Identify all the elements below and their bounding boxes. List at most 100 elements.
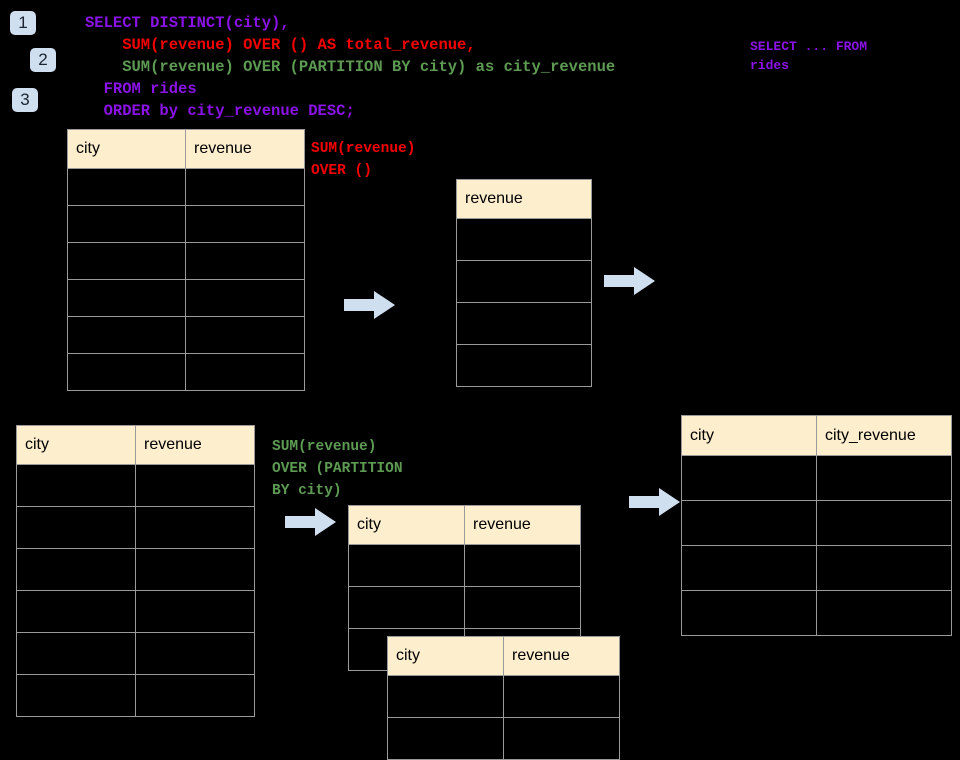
table-row <box>16 590 255 633</box>
column-header-revenue: revenue <box>503 636 620 676</box>
table-row <box>387 675 620 718</box>
table-row <box>456 344 592 387</box>
column-header-city: city <box>16 425 136 465</box>
table-cell <box>16 464 136 507</box>
annotation-total-revenue-line1: SUM(revenue) <box>311 141 416 157</box>
arrow-source-to-total <box>344 291 395 319</box>
table-row <box>67 316 305 354</box>
table-header-row: revenue <box>456 179 592 219</box>
table-cell <box>135 506 255 549</box>
table-cell <box>185 316 305 354</box>
table-row <box>681 500 952 546</box>
table-cell <box>135 548 255 591</box>
table-cell <box>16 506 136 549</box>
diagram-canvas: 1 2 3 SELECT DISTINCT(city), SUM(revenue… <box>10 11 952 760</box>
sql-line-city-revenue: SUM(revenue) OVER (PARTITION BY city) as… <box>85 58 616 76</box>
column-header-city: city <box>348 505 465 545</box>
column-header-revenue: revenue <box>456 179 592 219</box>
column-header-revenue: revenue <box>185 129 305 169</box>
column-header-city: city <box>67 129 186 169</box>
rides-source-table-bottom: city revenue <box>16 425 255 717</box>
table-row <box>67 168 305 206</box>
table-row <box>16 632 255 675</box>
table-header-row: city revenue <box>16 425 255 465</box>
total-revenue-table: revenue <box>456 179 592 387</box>
arrow-source-to-partition <box>285 508 336 536</box>
table-row <box>348 544 581 587</box>
table-cell <box>456 344 592 387</box>
table-cell <box>387 717 504 760</box>
table-row <box>67 353 305 391</box>
table-cell <box>185 353 305 391</box>
table-row <box>456 260 592 303</box>
side-note-select-from-line2: rides <box>750 58 790 73</box>
table-cell <box>456 302 592 345</box>
annotation-city-revenue-line3: BY city) <box>272 483 342 499</box>
table-cell <box>67 279 186 317</box>
arrow-partition-to-result <box>629 488 680 516</box>
table-cell <box>503 717 620 760</box>
table-cell <box>135 464 255 507</box>
table-cell <box>135 590 255 633</box>
annotation-city-revenue-line1: SUM(revenue) <box>272 439 377 455</box>
table-row <box>67 279 305 317</box>
table-cell <box>816 590 952 636</box>
table-row <box>348 586 581 629</box>
table-row <box>681 590 952 636</box>
table-cell <box>816 545 952 591</box>
table-cell <box>16 674 136 717</box>
table-cell <box>67 205 186 243</box>
table-cell <box>185 205 305 243</box>
arrow-total-to-result <box>604 267 655 295</box>
table-cell <box>456 218 592 261</box>
table-cell <box>348 544 465 587</box>
column-header-city: city <box>387 636 504 676</box>
table-cell <box>816 500 952 546</box>
table-cell <box>387 675 504 718</box>
table-cell <box>464 586 581 629</box>
table-cell <box>816 455 952 501</box>
table-cell <box>185 168 305 206</box>
table-cell <box>67 316 186 354</box>
table-cell <box>681 500 817 546</box>
table-row <box>67 242 305 280</box>
table-row <box>681 545 952 591</box>
side-note-select-from-line1: SELECT ... FROM <box>750 39 868 54</box>
annotation-total-revenue-line2: OVER () <box>311 163 372 179</box>
sql-line-order-by: ORDER by city_revenue DESC; <box>85 102 355 120</box>
table-row <box>16 548 255 591</box>
table-cell <box>185 242 305 280</box>
table-header-row: city revenue <box>348 505 581 545</box>
table-row <box>16 506 255 549</box>
table-cell <box>185 279 305 317</box>
table-cell <box>67 168 186 206</box>
table-cell <box>67 242 186 280</box>
table-row <box>387 717 620 760</box>
step-badge-3: 3 <box>12 88 38 112</box>
table-cell <box>681 590 817 636</box>
table-cell <box>503 675 620 718</box>
step-badge-2: 2 <box>30 48 56 72</box>
column-header-city-revenue: city_revenue <box>816 415 952 456</box>
table-cell <box>135 674 255 717</box>
step-badge-1: 1 <box>10 11 36 35</box>
column-header-city: city <box>681 415 817 456</box>
table-cell <box>16 590 136 633</box>
table-row <box>67 205 305 243</box>
table-row <box>16 674 255 717</box>
table-header-row: city city_revenue <box>681 415 952 456</box>
annotation-city-revenue-line2: OVER (PARTITION <box>272 461 403 477</box>
table-row <box>456 218 592 261</box>
table-cell <box>464 544 581 587</box>
table-cell <box>67 353 186 391</box>
table-row <box>16 464 255 507</box>
table-cell <box>681 545 817 591</box>
sql-line-total-revenue: SUM(revenue) OVER () AS total_revenue, <box>85 36 476 54</box>
table-row <box>456 302 592 345</box>
result-table: city city_revenue <box>681 415 952 636</box>
sql-line-select-distinct: SELECT DISTINCT(city), <box>85 14 290 32</box>
table-cell <box>16 548 136 591</box>
column-header-revenue: revenue <box>135 425 255 465</box>
column-header-revenue: revenue <box>464 505 581 545</box>
table-row <box>681 455 952 501</box>
